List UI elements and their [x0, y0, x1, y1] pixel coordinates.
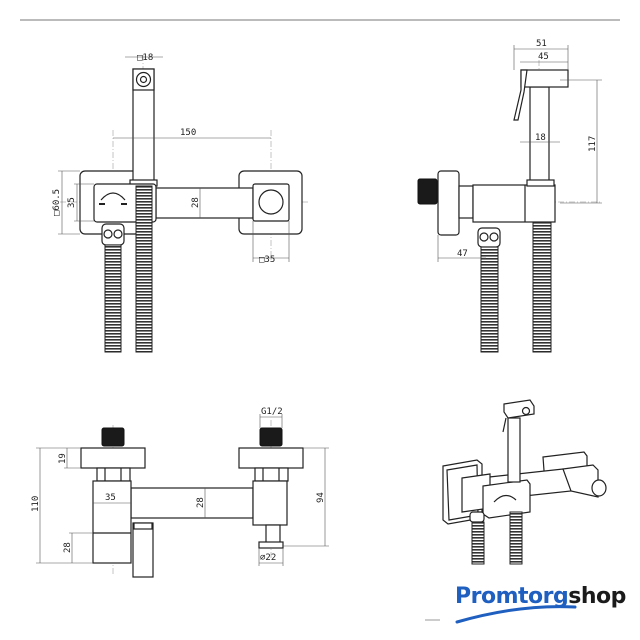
supply-hose: [104, 244, 122, 353]
top-left-plate: [80, 447, 146, 469]
iso-handle-arc-icon: [493, 494, 517, 503]
top-right-body: [252, 480, 288, 526]
isometric-view: [442, 399, 607, 565]
dim-right-total: 94: [316, 492, 326, 503]
trigger-lever: [513, 69, 528, 121]
dim-outlet-square: □35: [259, 255, 275, 265]
side-supply-hose: [480, 246, 499, 353]
handle-arc-icon: [100, 192, 126, 201]
logo-part-promtorg: Promtorg: [455, 584, 569, 609]
connecting-bar: [155, 187, 254, 219]
outlet-circle: [258, 189, 284, 215]
front-view: □18 150 □60.5 35 28 □35: [52, 53, 310, 353]
iso-head: [503, 399, 535, 419]
iso-knob: [591, 479, 607, 497]
top-handle: [132, 522, 154, 578]
dim-knob-diameter: ⌀22: [260, 553, 276, 563]
iso-hose-nut: [469, 511, 485, 523]
iso-supply-hose: [471, 521, 485, 565]
top-bar: [130, 487, 254, 519]
dim-head-square: □18: [137, 53, 153, 63]
shower-hose: [135, 185, 153, 353]
side-shower-hose: [532, 221, 552, 353]
top-right-connector: [254, 467, 289, 482]
logo-part-shop: shop: [568, 584, 626, 609]
inlet-knob-black: [417, 178, 438, 205]
spray-nozzle-icon: [135, 71, 152, 88]
dim-head-length: 51: [536, 39, 547, 49]
top-knob-disk: [258, 541, 284, 549]
dim-thread: G1/2: [261, 407, 283, 417]
dim-body-height: 35: [67, 197, 77, 208]
dim-depth: 47: [457, 249, 468, 259]
iso-valve-body: [482, 479, 531, 519]
hose-nut-left: [101, 223, 125, 246]
top-left-body: [92, 480, 132, 564]
dim-plate-thickness: 19: [58, 453, 68, 464]
dim-plate-square: □60.5: [52, 189, 62, 216]
logo-swoosh: [455, 605, 577, 624]
side-collar: [526, 179, 555, 187]
side-hose-nut: [477, 227, 501, 248]
dim-lower: 28: [63, 542, 73, 553]
iso-stem: [507, 417, 521, 483]
side-connector: [458, 185, 474, 219]
side-head: [520, 69, 569, 88]
dim-handle-width: 18: [535, 133, 546, 143]
dim-bar-height: 28: [191, 197, 201, 208]
brand-logo: Promtorgshop: [455, 584, 626, 609]
side-wall-plate: [437, 170, 460, 236]
iso-shower-hose: [509, 511, 523, 565]
top-view: G1/2 110 19 28 35 28 94 ⌀22: [31, 407, 329, 578]
right-inlet-knob: [259, 427, 283, 447]
dim-total: 110: [31, 496, 41, 512]
dim-center-distance: 150: [180, 128, 196, 138]
side-body: [472, 184, 556, 223]
top-stem: [265, 524, 281, 544]
dim-body-width: 35: [105, 493, 116, 503]
left-inlet-knob: [101, 427, 125, 447]
side-view: 51 45 18 117 47: [417, 39, 602, 353]
dim-head-inner: 45: [538, 52, 549, 62]
dim-bar-width: 28: [196, 497, 206, 508]
top-left-connector: [96, 467, 131, 482]
dim-height: 117: [588, 136, 598, 152]
top-right-plate: [238, 447, 304, 469]
